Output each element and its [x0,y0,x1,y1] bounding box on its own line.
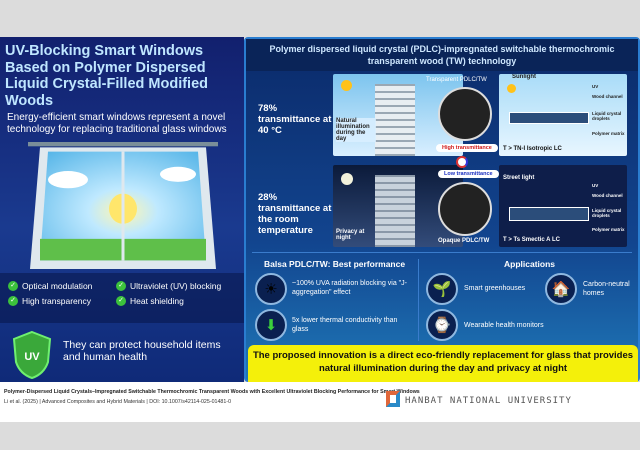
lc-droplet-layer [509,112,589,124]
smart-window-illustration [28,142,218,269]
uv-label: UV [592,183,599,188]
night-scene: Privacy at night [333,165,463,247]
feature-item: ✓ Ultraviolet (UV) blocking [116,281,221,291]
application-item: Carbon-neutral homes [583,281,630,297]
performance-title: Balsa PDLC/TW: Best performance [264,259,406,269]
check-icon: ✓ [116,281,126,291]
application-item: Wearable health monitors [464,322,544,329]
switch-icon [456,156,468,168]
wood-channel-label: Wood channel [592,94,623,99]
day-condition: T > TN-I Isotropic LC [503,146,562,152]
isotropic-lc-diagram: Sunlight UV Wood channel Liquid crystal … [499,74,627,156]
divider [418,259,419,341]
sunlight-label: Sunlight [512,74,536,80]
lc-label: Liquid crystal droplets [592,111,622,121]
feature-item: ✓ High transparency [8,296,91,306]
wood-channel-label: Wood channel [592,193,623,198]
citation-title: Polymer-Dispersed Liquid Crystals–Impreg… [4,389,420,395]
opaque-sample-icon [438,182,492,236]
night-condition: T > Ts Smectic A LC [503,237,560,243]
smectic-lc-diagram: Street light UV Wood channel Liquid crys… [499,165,627,247]
street-light-label: Street light [503,175,535,181]
lc-label: Liquid crystal droplets [592,208,622,218]
feature-item: ✓ Heat shielding [116,296,184,306]
application-item: Smart greenhouses [464,285,526,292]
building-icon [375,175,415,247]
check-icon: ✓ [8,296,18,306]
conclusion-banner: The proposed innovation is a direct eco-… [248,345,638,382]
footer: Polymer-Dispersed Liquid Crystals–Impreg… [0,382,640,422]
protect-text: They can protect household items and hum… [63,339,221,363]
uv-label: UV [592,84,599,89]
wearable-icon: ⌚ [426,309,458,341]
feature-item: ✓ Optical modulation [8,281,92,291]
transparent-sample-icon [438,87,492,141]
matrix-label: Polymer matrix [592,227,625,232]
night-sample-label: Opaque PDLC/TW [438,238,490,244]
day-transmittance: 78% transmittance at 40 °C [258,103,332,136]
left-panel: UV-Blocking Smart Windows Based on Polym… [0,37,244,382]
feature-label: Ultraviolet (UV) blocking [130,281,222,291]
citation-info: Li et al. (2025) | Advanced Composites a… [4,399,232,405]
matrix-label: Polymer matrix [592,131,625,136]
feature-label: High transparency [22,296,91,306]
feature-list: ✓ Optical modulation ✓ Ultraviolet (UV) bl… [0,273,244,323]
performance-item: ~100% UVA radiation blocking via "J-aggr… [292,280,408,296]
day-scene-label: Natural illumination during the day [336,118,376,142]
performance-item: 5x lower thermal conductivity than glass [292,317,398,333]
main-title: UV-Blocking Smart Windows Based on Polym… [5,43,208,109]
check-icon: ✓ [116,296,126,306]
building-icon [375,84,415,156]
low-transmittance-pill: Low transmittance [438,170,499,178]
university-name: HANBAT NATIONAL UNIVERSITY [405,396,572,406]
university-logo [386,391,400,407]
home-icon: 🏠 [545,273,577,305]
uv-shield-icon: UV [12,330,52,380]
divider [252,252,632,253]
right-panel: Polymer dispersed liquid crystal (PDLC)-… [244,37,640,382]
sun-icon [507,84,516,93]
check-icon: ✓ [8,281,18,291]
subtitle: Energy-efficient smart windows represent… [7,112,227,135]
lc-droplet-layer [509,207,589,221]
feature-label: Heat shielding [130,296,184,306]
day-sample-label: Transparent PDLC/TW [426,77,487,83]
greenhouse-icon: 🌱 [426,273,458,305]
night-transmittance: 28% transmittance at the room temperatur… [258,192,332,236]
applications-title: Applications [504,259,556,269]
intro-column: UV-Blocking Smart Windows Based on Polym… [5,43,241,269]
technology-header: Polymer dispersed liquid crystal (PDLC)-… [246,39,638,71]
uv-block-icon: ☀ [255,273,287,305]
night-scene-label: Privacy at night [336,229,365,241]
moon-icon [341,173,353,185]
feature-label: Optical modulation [22,281,93,291]
sun-icon [341,80,352,91]
shield-label: UV [24,351,40,363]
down-arrow-icon: ⬇ [255,309,287,341]
high-transmittance-pill: High transmittance [436,144,498,152]
